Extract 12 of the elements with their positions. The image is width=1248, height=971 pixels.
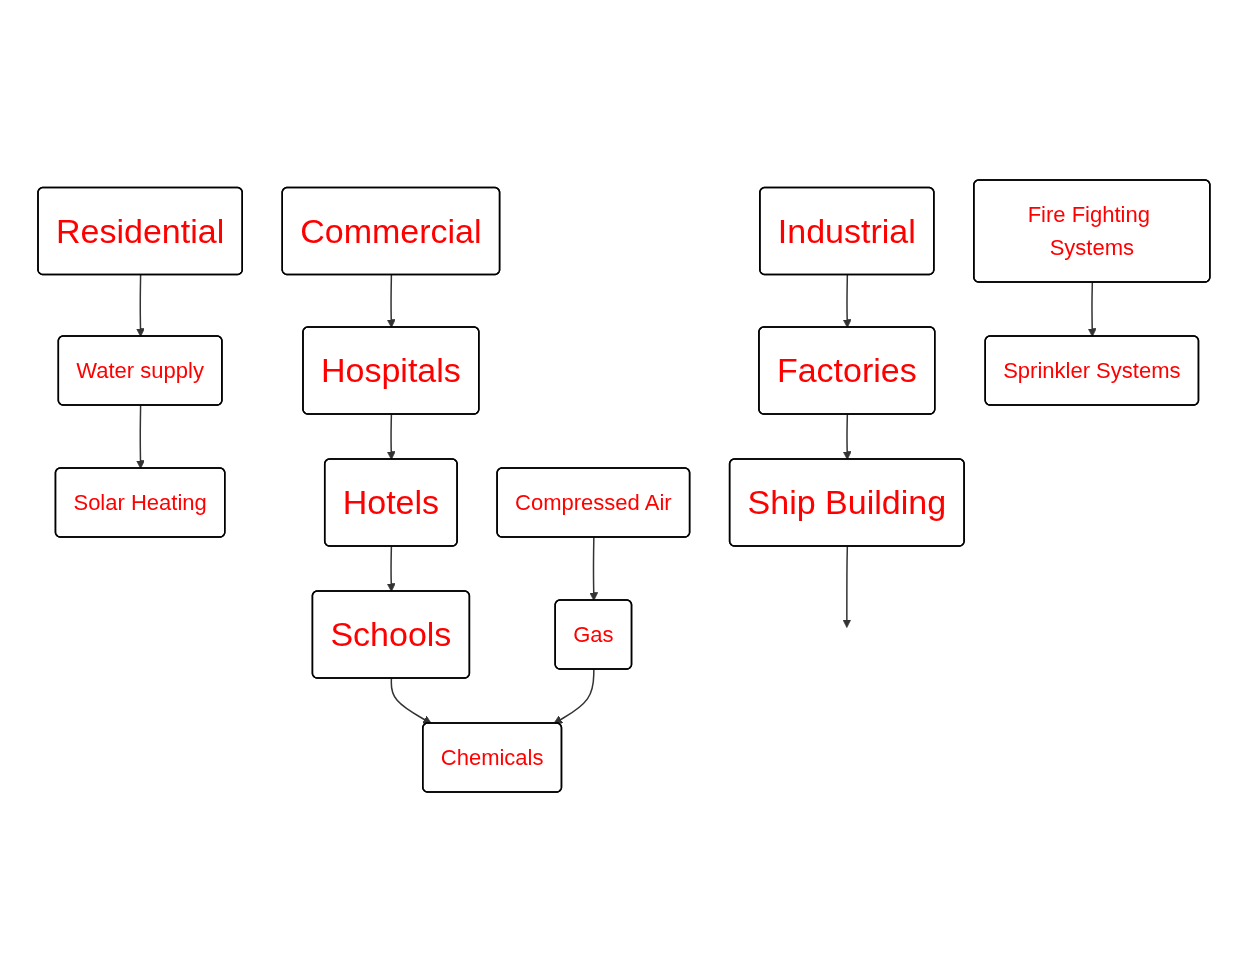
arrow: [390, 677, 432, 724]
arrow: [842, 273, 852, 328]
arrow: [386, 273, 396, 328]
arrow: [136, 404, 145, 469]
arrow: [136, 273, 145, 337]
arrow: [589, 536, 599, 601]
arrow: [842, 413, 852, 460]
arrow: [386, 413, 396, 460]
arrow: [386, 545, 396, 592]
arrow: [1087, 281, 1097, 337]
arrow: [553, 668, 595, 724]
arrow: [842, 545, 852, 628]
